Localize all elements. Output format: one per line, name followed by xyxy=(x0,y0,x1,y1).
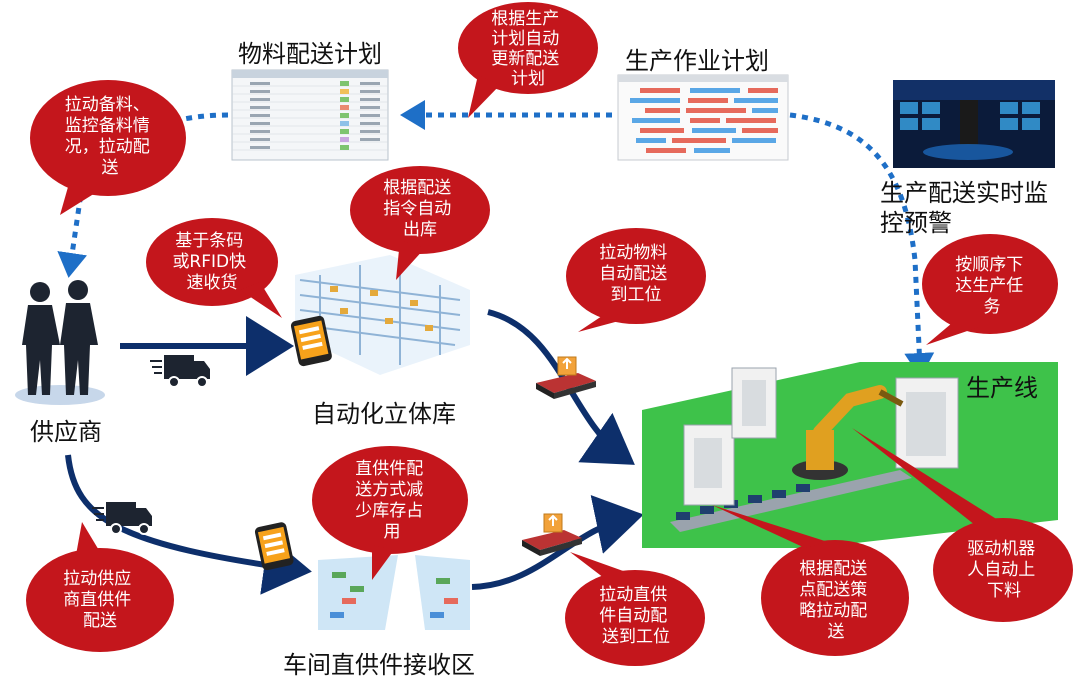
truck-icon xyxy=(92,502,152,535)
bubble-fast-receive xyxy=(146,218,282,318)
bubble-text-point-strategy: 根据配送 点配送策 略拉动配 送 xyxy=(799,559,872,642)
bubble-text-auto-deliver: 拉动物料 自动配送 到工位 xyxy=(599,243,672,305)
receiving-area-image xyxy=(318,555,470,630)
bubble-robot-load xyxy=(852,428,1073,622)
material-plan-table xyxy=(231,69,389,161)
label-production-line: 生产线 xyxy=(966,374,1038,402)
bubble-update-plan xyxy=(458,2,598,118)
agv-cart-icon xyxy=(536,356,596,399)
bubble-sequence-tasks xyxy=(922,234,1058,345)
bubble-point-strategy xyxy=(712,505,909,656)
bubble-text-sequence-tasks: 按顺序下 达生产任 务 xyxy=(955,255,1028,317)
robot-arm-icon xyxy=(792,385,904,480)
label-production-plan: 生产作业计划 xyxy=(625,47,769,75)
bubble-pull-prepare xyxy=(30,80,186,215)
bubble-direct-supply xyxy=(312,446,468,580)
label-material-plan: 物料配送计划 xyxy=(238,40,382,68)
supplier-handshake-icon xyxy=(15,280,105,405)
bubble-text-pull-supplier: 拉动供应 商直供件 配送 xyxy=(63,569,136,631)
truck-icon xyxy=(150,355,210,388)
arrow-plan-to-line xyxy=(789,112,935,378)
arrow-receiving-to-line xyxy=(471,495,644,590)
bubble-text-fast-receive: 基于条码 或RFID快 速收货 xyxy=(172,231,251,293)
agv-cart-icon xyxy=(522,513,582,556)
callout-bubbles xyxy=(26,2,1073,666)
mobile-phone-icon xyxy=(254,522,294,571)
bubble-text-robot-load: 驱动机器 人自动上 下料 xyxy=(967,539,1040,601)
mobile-phone-icon xyxy=(290,315,332,367)
label-warehouse: 自动化立体库 xyxy=(312,400,456,428)
bubble-text-direct-supply: 直供件配 送方式减 少库存占 用 xyxy=(355,459,428,542)
bubble-text-auto-outbound: 根据配送 指令自动 出库 xyxy=(383,178,456,240)
label-supplier: 供应商 xyxy=(30,418,102,446)
bubble-text-pull-prepare: 拉动备料、 监控备料情 况，拉动配 送 xyxy=(65,95,155,178)
production-plan-gantt xyxy=(617,74,789,161)
bubble-auto-deliver xyxy=(566,228,706,332)
bubble-text-direct-to-station: 拉动直供 件自动配 送到工位 xyxy=(599,585,672,647)
monitoring-center-image xyxy=(893,80,1055,168)
bubble-auto-outbound xyxy=(350,166,490,280)
label-monitor: 生产配送实时监控预警 xyxy=(880,179,1048,237)
label-receiving: 车间直供件接收区 xyxy=(283,651,475,679)
bubble-text-update-plan: 根据生产 计划自动 更新配送 计划 xyxy=(491,9,564,89)
bubble-pull-supplier xyxy=(26,522,174,652)
bubble-direct-to-station xyxy=(565,552,705,666)
